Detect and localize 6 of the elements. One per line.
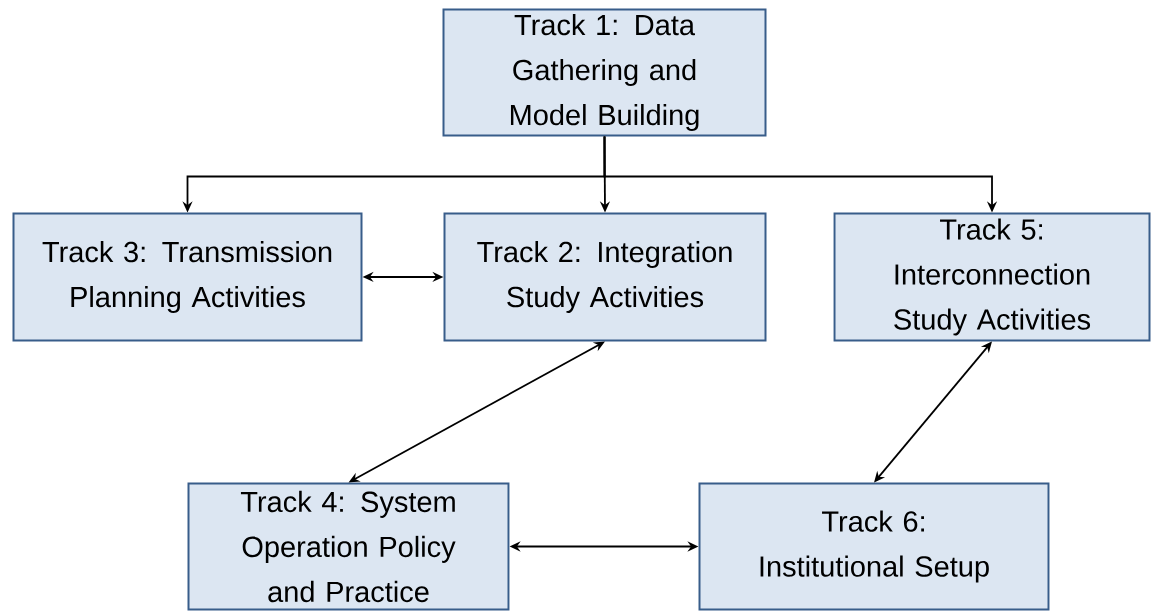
process-box: Track 3: Transmission Planning Activities [12,212,363,342]
process-box: Track 5: Interconnection Study Activities [833,212,1151,342]
process-box: Track 1: Data Gathering and Model Building [442,8,767,137]
process-box: Track 2: Integration Study Activities [443,212,767,342]
process-box: Track 6: Institutional Setup [698,482,1050,611]
process-box: Track 4: System Operation Policy and Practice [187,482,510,611]
